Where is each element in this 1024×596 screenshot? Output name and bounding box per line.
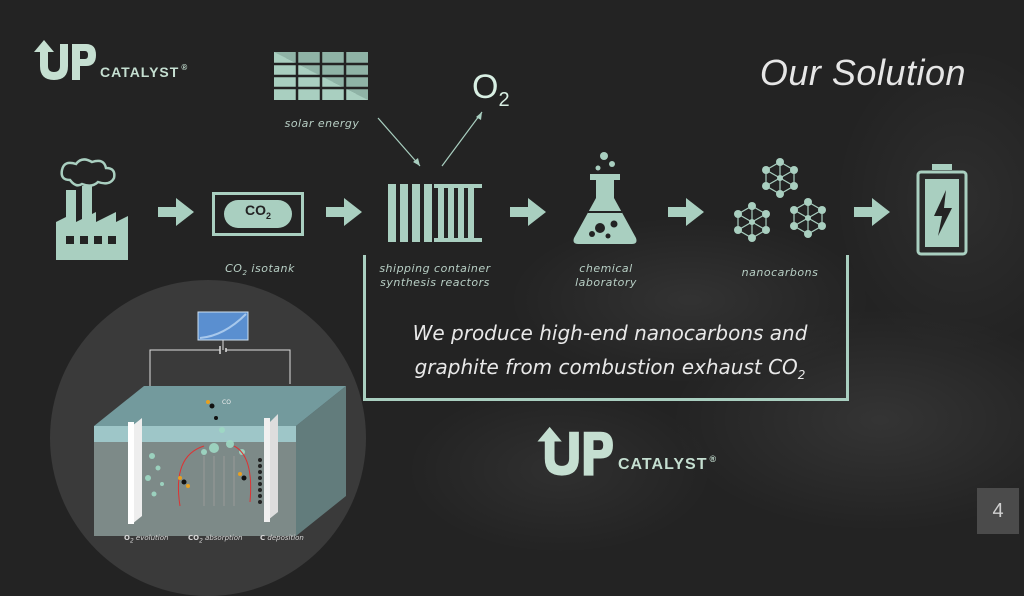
nanocarbons-label: nanocarbons [741, 266, 819, 279]
co2-isotank-icon [212, 192, 304, 236]
arrow-right-icon [158, 198, 194, 226]
electrolysis-cell-diagram: CO [94, 311, 346, 536]
nanocarbon-bracket [363, 255, 849, 401]
solar-energy-label: solar energy [284, 117, 360, 130]
shipping-container-icon [388, 184, 482, 242]
isotank-co2-text: CO2 [244, 202, 271, 221]
page-number: 4 [977, 488, 1019, 534]
arrow-right-icon [668, 198, 704, 226]
arrow-right-icon [326, 198, 362, 226]
page-title: Our Solution [759, 52, 966, 93]
isotank-label: CO2 isotank [225, 262, 295, 278]
o2-evolution-label: O2 evolution [124, 534, 169, 545]
flask-icon [573, 152, 637, 244]
factory-icon [56, 158, 128, 260]
solar-o2-arrows [377, 111, 483, 167]
cell-co2-tag: CO [222, 399, 231, 406]
up-logo-mark-icon [537, 426, 613, 476]
up-logo-mark-icon [34, 40, 96, 80]
solar-panel-icon [274, 52, 368, 100]
logo-catalyst-text: CATALYST [100, 64, 180, 80]
arrow-right-icon [510, 198, 546, 226]
tagline: We produce high-end nanocarbons and grap… [412, 321, 808, 382]
upcatalyst-logo-bottom: CATALYST® [532, 422, 717, 478]
nanocarbon-icon [734, 158, 826, 242]
battery-icon [916, 164, 968, 256]
arrow-right-icon [854, 198, 890, 226]
logo-catalyst-text: CATALYST [618, 456, 708, 473]
c-deposition-label: C deposition [260, 534, 304, 542]
upcatalyst-logo-top: CATALYST® [30, 36, 188, 82]
o2-label: O2 [472, 68, 510, 111]
co2-absorption-label: CO2 absorption [188, 534, 243, 545]
logo-registered-mark: ® [181, 63, 189, 72]
logo-registered-mark: ® [709, 454, 718, 464]
